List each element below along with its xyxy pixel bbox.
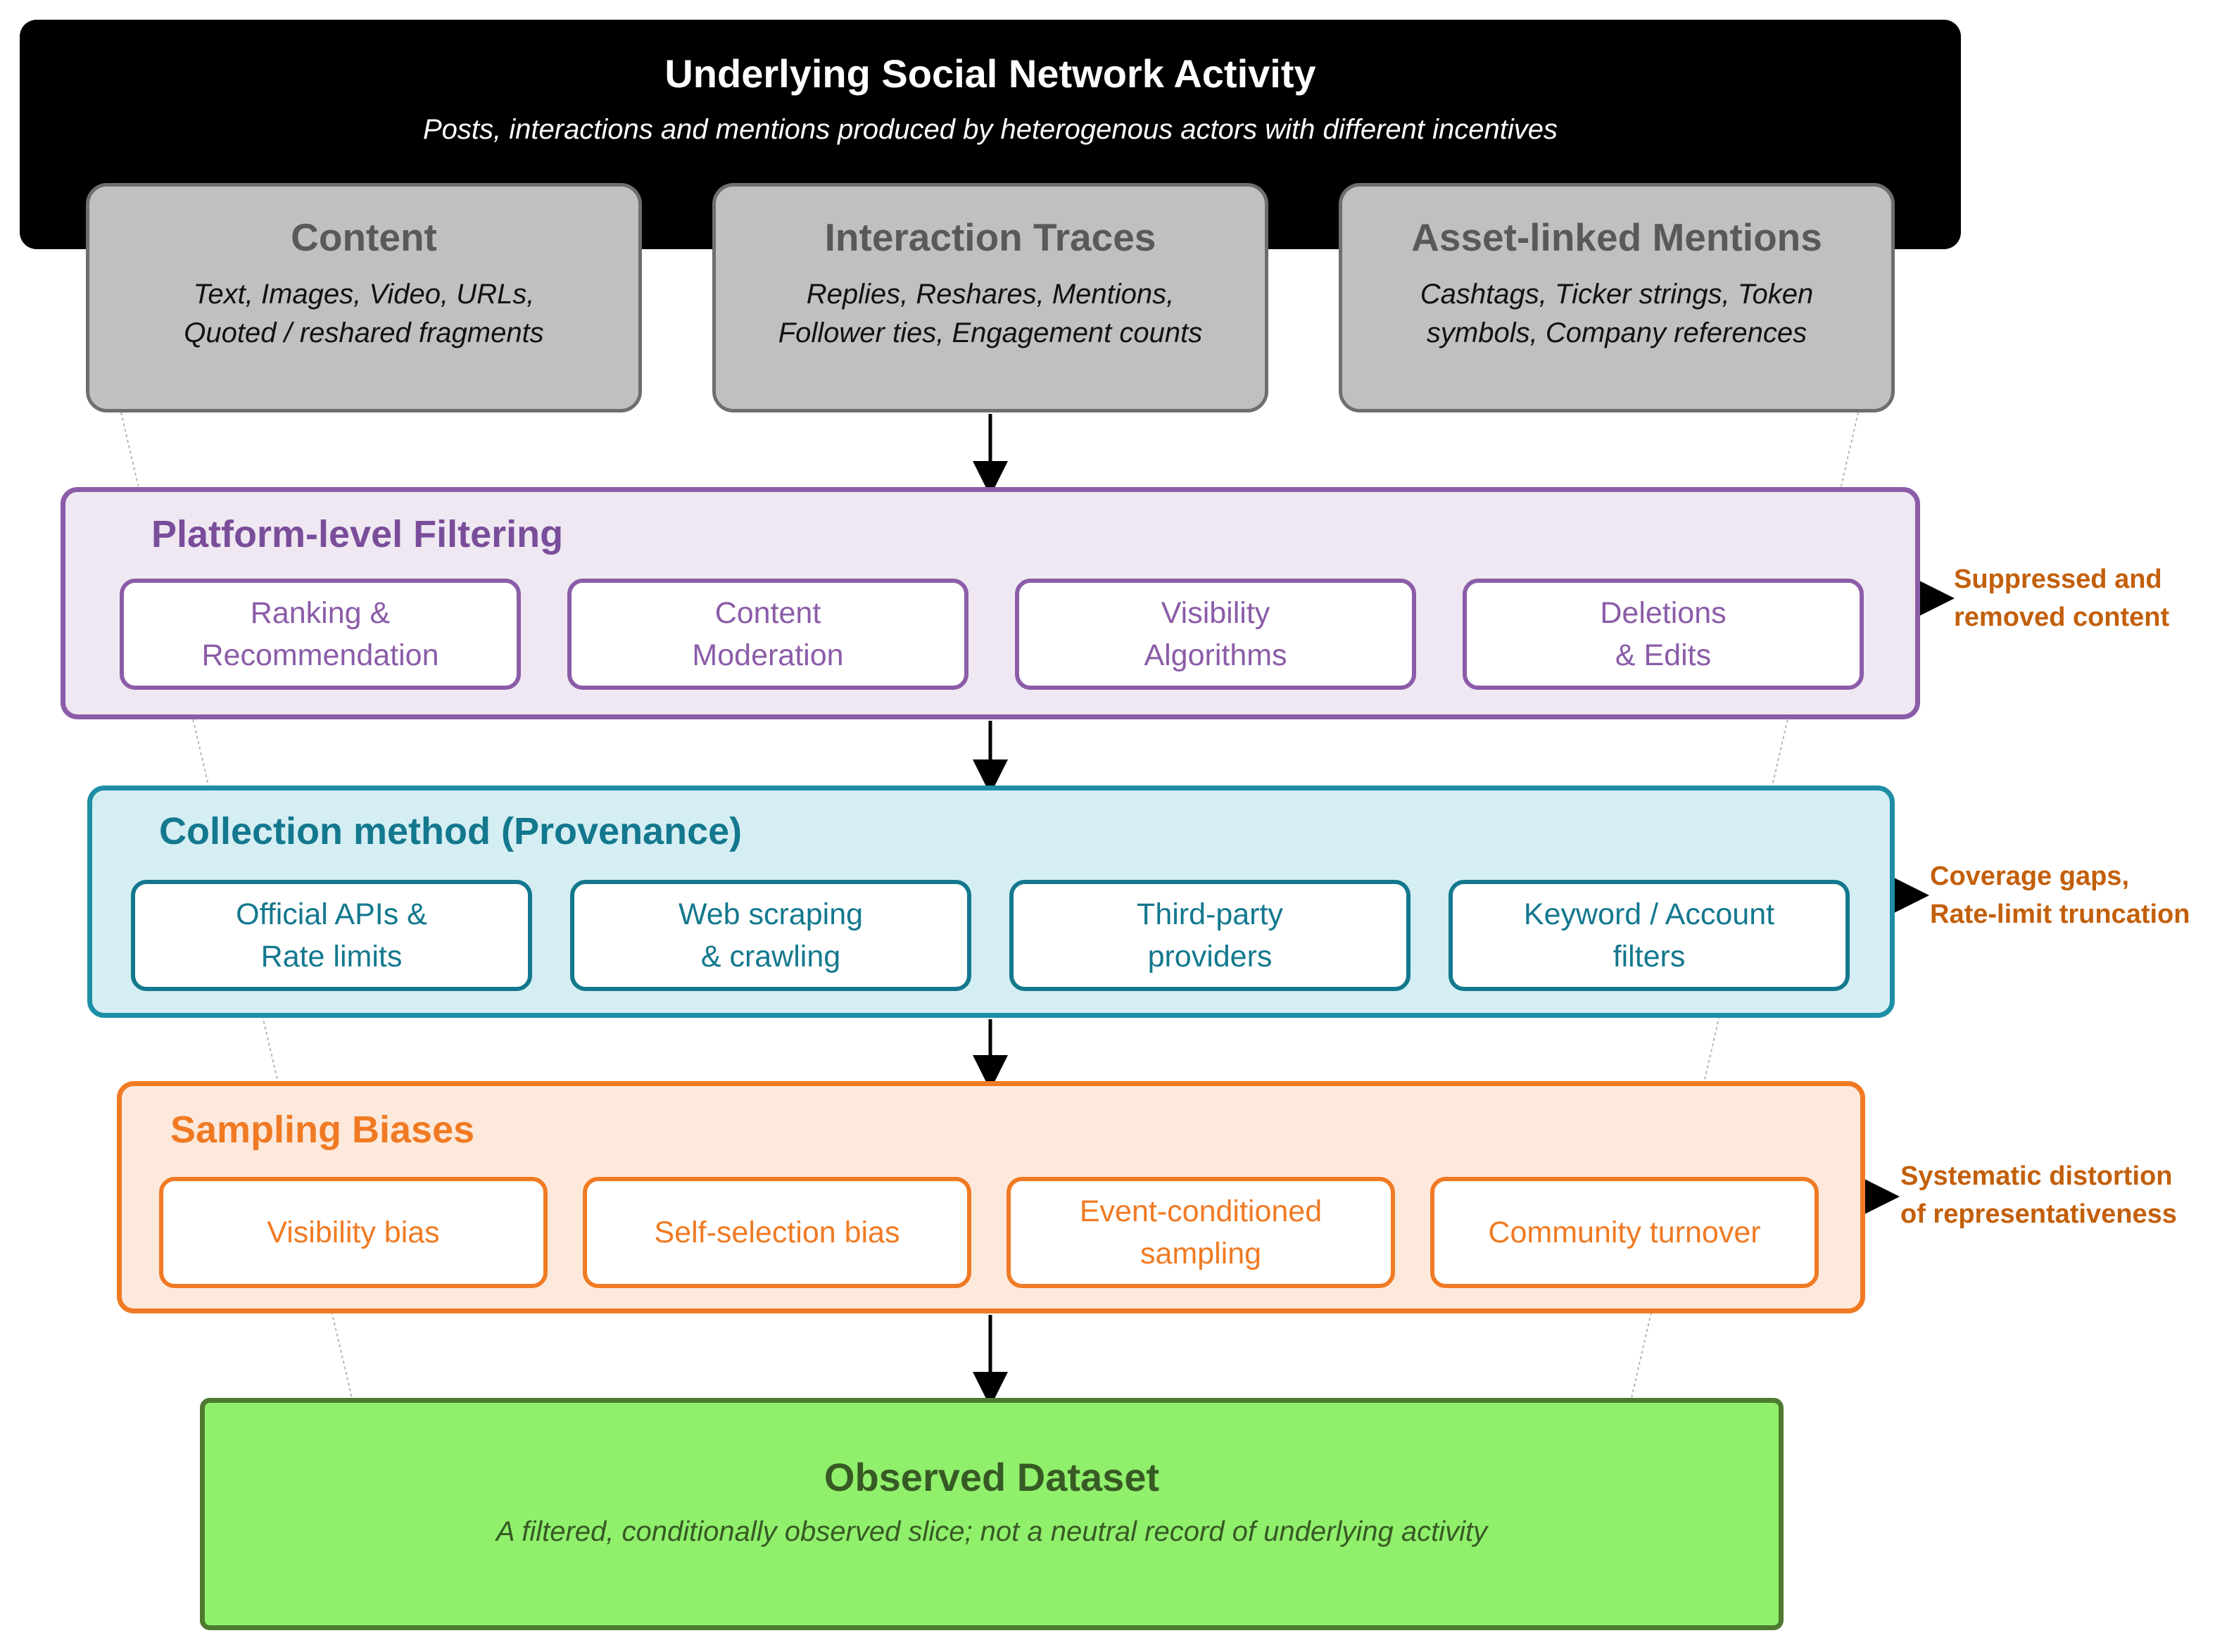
sampling-note: Systematic distortion of representativen… (1900, 1157, 2177, 1233)
item-line: Third-party (1137, 897, 1283, 931)
platform-item-moderation: Content Moderation (567, 579, 968, 690)
item-line: Official APIs & (236, 897, 427, 931)
item-line: providers (1147, 940, 1273, 973)
source-description-line: Cashtags, Ticker strings, Token (1420, 279, 1814, 310)
source-description-line: Text, Images, Video, URLs, (193, 279, 535, 310)
source-description-line: Replies, Reshares, Mentions, (806, 279, 1175, 310)
source-title: Content (291, 215, 437, 259)
item-line: Algorithms (1144, 638, 1287, 672)
item-line: Event-conditioned (1079, 1194, 1323, 1228)
sampling-item-self-selection: Self-selection bias (583, 1177, 971, 1288)
sampling-item-community-turnover: Community turnover (1430, 1177, 1819, 1288)
item-line: Deletions (1600, 596, 1727, 630)
note-line: Systematic distortion (1900, 1161, 2173, 1191)
observed-dataset-title: Observed Dataset (823, 1455, 1160, 1499)
platform-item-visibility: Visibility Algorithms (1015, 579, 1416, 690)
note-line: Coverage gaps, (1930, 862, 2129, 891)
source-box-content: Content Text, Images, Video, URLs, Quote… (86, 183, 642, 412)
note-line: Suppressed and (1954, 565, 2162, 594)
note-line: removed content (1954, 603, 2170, 632)
source-description: Cashtags, Ticker strings, Token symbols,… (1420, 275, 1813, 353)
item-line: Visibility (1161, 596, 1270, 630)
item-line: sampling (1140, 1237, 1262, 1270)
source-description: Replies, Reshares, Mentions, Follower ti… (778, 275, 1203, 353)
item-line: Content (714, 596, 821, 630)
collection-note: Coverage gaps, Rate-limit truncation (1930, 857, 2190, 933)
item-line: Community turnover (1488, 1216, 1761, 1249)
sampling-item-event-conditioned: Event-conditioned sampling (1006, 1177, 1395, 1288)
activity-subtitle: Posts, interactions and mentions produce… (422, 114, 1558, 145)
platform-item-deletions: Deletions & Edits (1463, 579, 1864, 690)
collection-item-apis: Official APIs & Rate limits (131, 880, 532, 991)
platform-note: Suppressed and removed content (1954, 560, 2169, 636)
item-line: Visibility bias (267, 1216, 440, 1249)
source-description-line: Follower ties, Engagement counts (778, 317, 1203, 348)
source-description-line: symbols, Company references (1426, 317, 1807, 348)
collection-item-filters: Keyword / Account filters (1449, 880, 1850, 991)
item-line: Recommendation (201, 638, 439, 672)
item-line: Rate limits (260, 940, 403, 973)
source-title: Asset-linked Mentions (1411, 215, 1822, 259)
item-line: & crawling (700, 940, 841, 973)
note-line: Rate-limit truncation (1930, 900, 2190, 929)
platform-item-ranking: Ranking & Recommendation (120, 579, 521, 690)
sampling-item-visibility: Visibility bias (159, 1177, 548, 1288)
source-box-interaction-traces: Interaction Traces Replies, Reshares, Me… (712, 183, 1268, 412)
source-box-asset-mentions: Asset-linked Mentions Cashtags, Ticker s… (1339, 183, 1895, 412)
activity-title: Underlying Social Network Activity (664, 51, 1316, 96)
item-line: Keyword / Account (1523, 897, 1775, 931)
collection-method-title: Collection method (Provenance) (159, 810, 743, 852)
item-line: Web scraping (678, 897, 864, 931)
source-title: Interaction Traces (824, 215, 1156, 259)
item-line: Moderation (692, 638, 844, 672)
platform-filtering-title: Platform-level Filtering (151, 513, 564, 555)
source-description-line: Quoted / reshared fragments (184, 317, 544, 348)
item-line: filters (1613, 940, 1686, 973)
source-description: Text, Images, Video, URLs, Quoted / resh… (184, 275, 543, 353)
item-line: Self-selection bias (654, 1216, 900, 1249)
item-line: & Edits (1615, 638, 1712, 672)
note-line: of representativeness (1900, 1199, 2177, 1229)
sampling-biases-title: Sampling Biases (170, 1109, 475, 1151)
collection-item-scraping: Web scraping & crawling (570, 880, 971, 991)
observed-dataset-subtitle: A filtered, conditionally observed slice… (496, 1516, 1488, 1547)
collection-item-third-party: Third-party providers (1009, 880, 1411, 991)
item-line: Ranking & (250, 596, 391, 630)
observed-dataset-panel (200, 1398, 1784, 1630)
